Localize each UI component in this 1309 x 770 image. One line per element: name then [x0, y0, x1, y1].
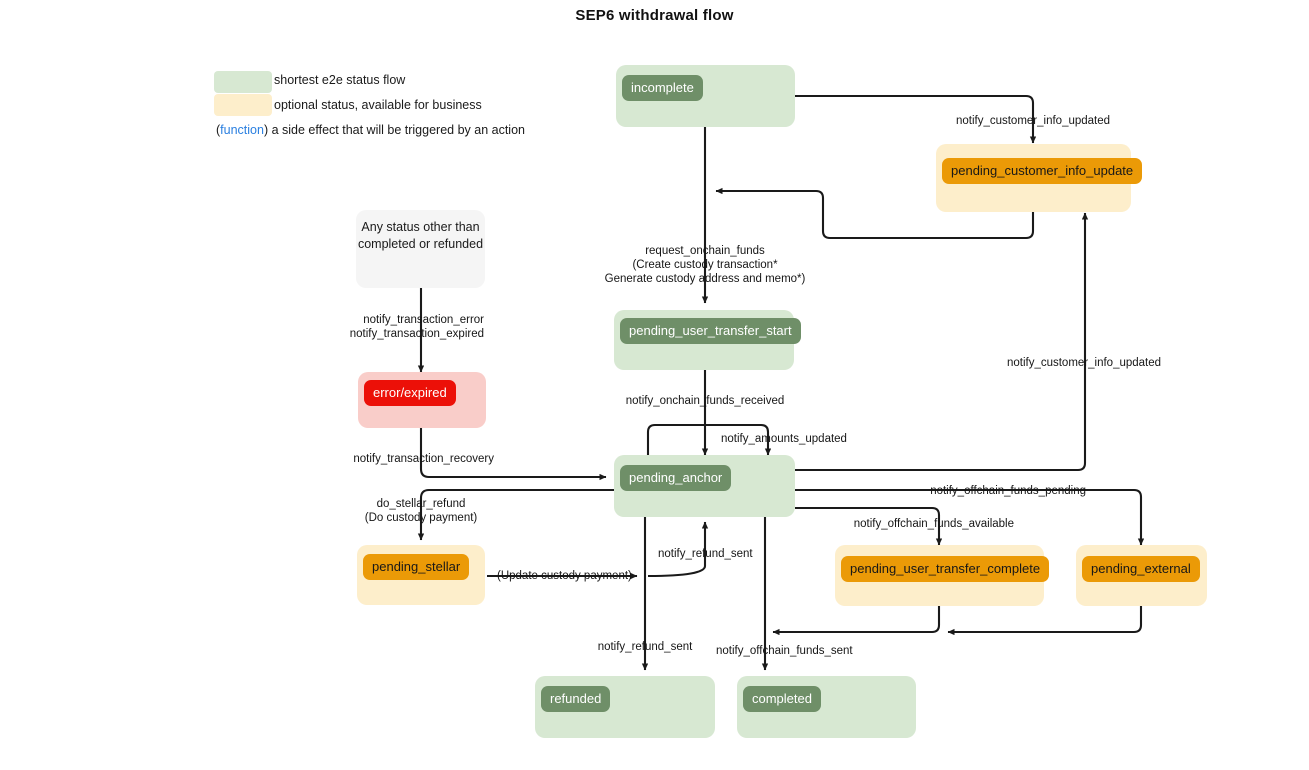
edge-label-notify-refund-sent-up: notify_refund_sent — [658, 548, 753, 560]
edge-pending-customer-info-update-return — [715, 187, 1035, 240]
edge-incomplete-to-pending-customer-info-update — [795, 94, 1037, 144]
node-pending-user-transfer-start[interactable]: pending_user_transfer_start — [614, 310, 801, 370]
node-pending-stellar[interactable]: pending_stellar — [357, 545, 485, 605]
legend-function-word: function — [220, 123, 264, 137]
node-completed-label: completed — [743, 686, 821, 712]
edge-label-notify-offchain-funds-sent: notify_offchain_funds_sent — [716, 645, 853, 657]
edge-label-notify-customer-info-updated-top: notify_customer_info_updated — [955, 115, 1111, 127]
node-pending-anchor-label: pending_anchor — [620, 465, 732, 491]
edge-label-notify-offchain-funds-pending: notify_offchain_funds_pending — [930, 485, 1086, 497]
legend-function-rest: ) a side effect that will be triggered b… — [263, 123, 525, 137]
edge-pending-user-transfer-complete-to-completed — [772, 606, 941, 636]
node-pending-anchor[interactable]: pending_anchor — [614, 455, 795, 517]
edge-pending-anchor-self-notify-amounts-updated — [646, 423, 772, 456]
node-error-expired[interactable]: error/expired — [358, 372, 486, 428]
edge-label-do-stellar-refund: do_stellar_refund — [376, 498, 466, 510]
edge-error-expired-to-pending-anchor — [419, 428, 607, 481]
edge-label-notify-transaction-recovery: notify_transaction_recovery — [353, 453, 494, 465]
node-pending-user-transfer-complete-label: pending_user_transfer_complete — [841, 556, 1050, 582]
edge-pending-anchor-to-pending-external — [795, 488, 1145, 546]
node-any-status: Any status other than completed or refun… — [356, 210, 485, 288]
node-refunded-label: refunded — [541, 686, 611, 712]
node-error-expired-label: error/expired — [364, 380, 456, 406]
node-pending-external[interactable]: pending_external — [1076, 545, 1207, 606]
node-pending-customer-info-update-label: pending_customer_info_update — [942, 158, 1143, 184]
page-title: SEP6 withdrawal flow — [575, 7, 734, 24]
edge-label-request-onchain-funds: request_onchain_funds — [645, 245, 765, 257]
edge-pending-anchor-to-pending-user-transfer-complete — [795, 506, 943, 546]
edge-label-generate-custody-address-and-memo: Generate custody address and memo*) — [604, 273, 806, 285]
edge-label-notify-transaction-error: notify_transaction_error — [363, 314, 484, 326]
legend-function-open: ( — [216, 123, 221, 137]
edge-pending-anchor-to-pending-stellar — [417, 488, 614, 541]
edge-pending-external-to-completed — [947, 606, 1143, 636]
node-incomplete[interactable]: incomplete — [616, 65, 795, 127]
edge-label-do-custody-payment: (Do custody payment) — [364, 512, 478, 524]
legend-label-shortest-flow: shortest e2e status flow — [274, 73, 406, 87]
node-completed[interactable]: completed — [737, 676, 916, 738]
node-refunded[interactable]: refunded — [535, 676, 715, 738]
edge-label-update-custody-payment: (Update custody payment) — [497, 570, 632, 582]
edge-label-notify-customer-info-updated-right: notify_customer_info_updated — [1006, 357, 1162, 369]
legend-label-optional-status: optional status, available for business — [274, 98, 482, 112]
edge-label-notify-onchain-funds-received: notify_onchain_funds_received — [625, 395, 785, 407]
edge-pending-anchor-to-pending-customer-info-update — [795, 212, 1089, 472]
edge-label-notify-transaction-expired: notify_transaction_expired — [349, 328, 484, 340]
edge-label-notify-refund-sent-down: notify_refund_sent — [597, 641, 693, 653]
node-pending-user-transfer-start-label: pending_user_transfer_start — [620, 318, 801, 344]
node-any-status-label: Any status other than completed or refun… — [357, 220, 484, 251]
node-pending-stellar-label: pending_stellar — [363, 554, 470, 580]
legend-swatch-optional-status — [214, 94, 272, 116]
edge-label-notify-offchain-funds-available: notify_offchain_funds_available — [853, 518, 1014, 530]
edge-label-create-custody-transaction: (Create custody transaction* — [632, 259, 778, 271]
legend-swatch-shortest-flow — [214, 71, 272, 93]
node-pending-customer-info-update[interactable]: pending_customer_info_update — [936, 144, 1143, 212]
legend-function-note: (function) a side effect that will be tr… — [216, 123, 525, 137]
node-pending-external-label: pending_external — [1082, 556, 1200, 582]
edge-notify-refund-sent-to-pending-anchor — [647, 521, 709, 578]
edge-label-notify-amounts-updated: notify_amounts_updated — [721, 433, 847, 445]
node-incomplete-label: incomplete — [622, 75, 703, 101]
node-pending-user-transfer-complete[interactable]: pending_user_transfer_complete — [835, 545, 1050, 606]
